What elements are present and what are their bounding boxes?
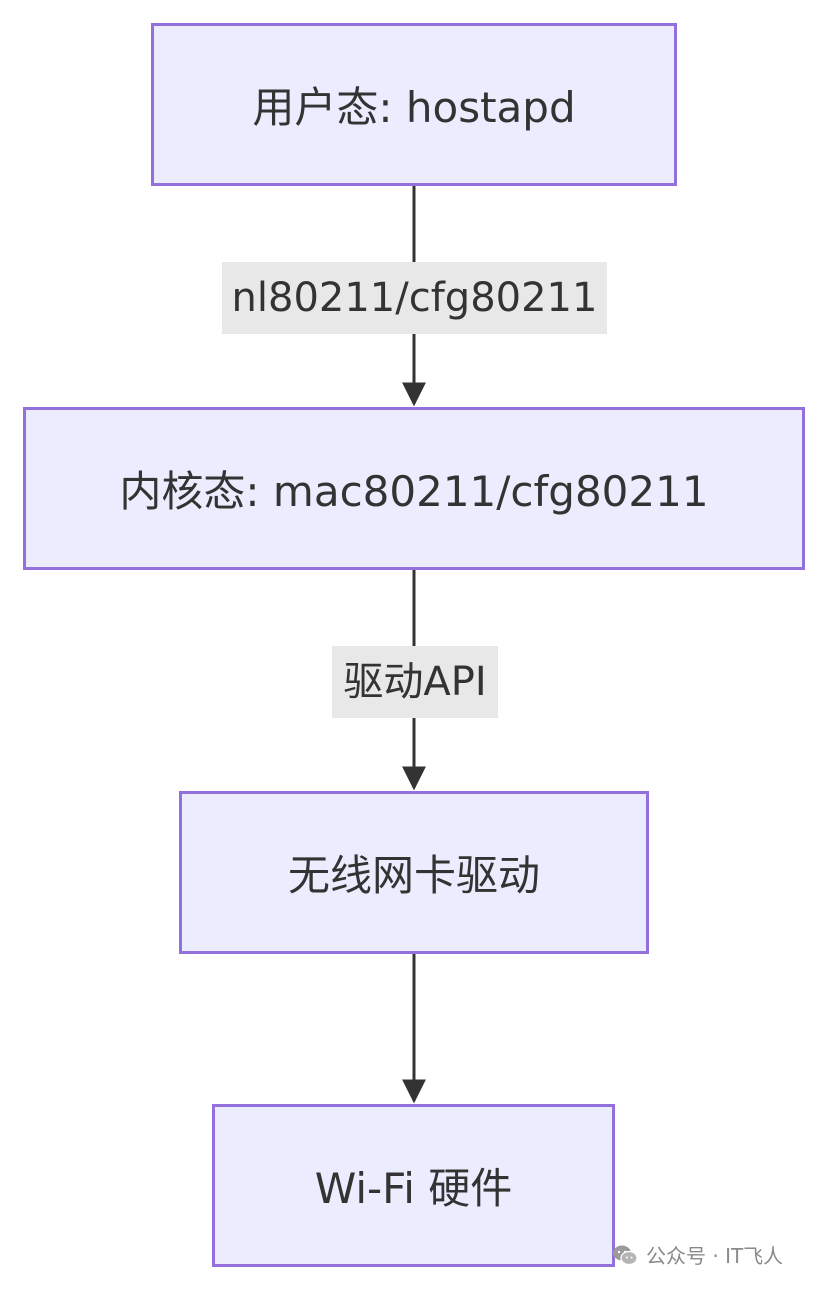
node-nic-driver-label: 无线网卡驱动	[287, 851, 540, 900]
node-kernel-space: 内核态: mac80211/cfg80211	[23, 407, 805, 570]
watermark-text: 公众号 · IT飞人	[646, 1244, 784, 1268]
edge-label-kernel-to-driver: 驱动API	[332, 646, 498, 718]
watermark: 公众号 · IT飞人	[612, 1240, 783, 1269]
node-nic-driver: 无线网卡驱动	[179, 791, 649, 954]
edge-label-kernel-to-driver-text: 驱动API	[343, 659, 487, 705]
edge-label-user-to-kernel: nl80211/cfg80211	[222, 262, 607, 334]
node-user-space: 用户态: hostapd	[151, 23, 677, 186]
edge-label-user-to-kernel-text: nl80211/cfg80211	[231, 275, 598, 321]
node-user-space-label: 用户态: hostapd	[252, 83, 576, 132]
node-wifi-hardware: Wi-Fi 硬件	[212, 1104, 615, 1267]
node-kernel-space-label: 内核态: mac80211/cfg80211	[119, 467, 709, 516]
wechat-icon	[613, 1245, 638, 1265]
node-wifi-hardware-label: Wi-Fi 硬件	[314, 1164, 513, 1213]
